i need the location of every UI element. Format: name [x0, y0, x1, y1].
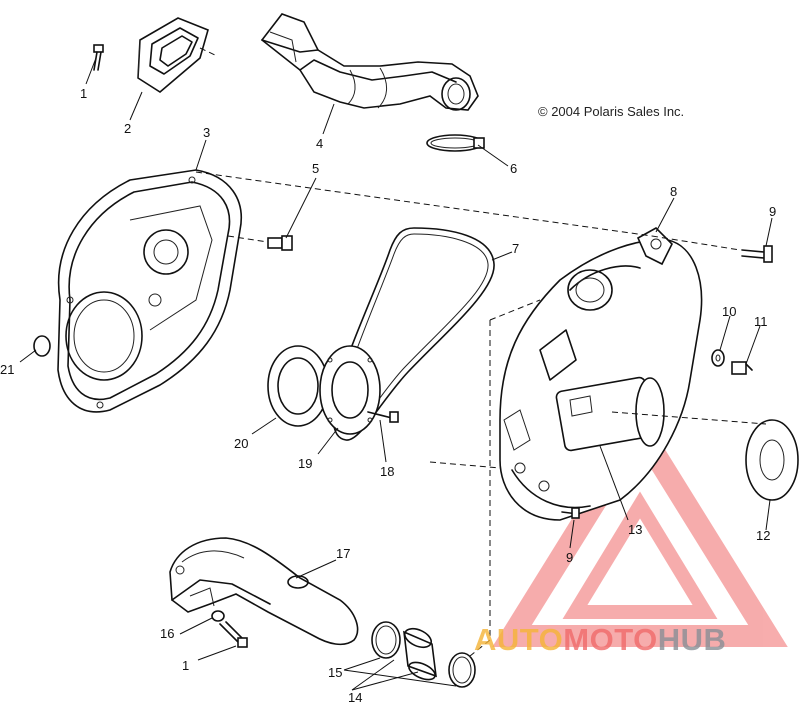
callout-labels: 1 2 3 4 5 6 7 8 9 10 11 12 13 9 14 15 16…: [0, 86, 776, 704]
callout-14: 14: [348, 690, 362, 704]
callout-7: 7: [512, 241, 519, 256]
part-2-intake-boot: [137, 17, 209, 93]
part-14-coupler: [403, 627, 437, 681]
watermark-triangle-outer: [492, 409, 788, 647]
part-8-outer-cover: [499, 227, 703, 521]
callout-15: 15: [328, 665, 342, 680]
part-15-clamps: [371, 621, 476, 688]
callout-8: 8: [670, 184, 677, 199]
part-10-washer: [711, 349, 725, 367]
callout-13: 13: [628, 522, 642, 537]
part-20-seal: [267, 345, 329, 427]
part-1-bolt-bottom: [219, 621, 248, 648]
leader-lines: [19, 57, 773, 691]
svg-text:AUTOMOTOHUB: AUTOMOTOHUB: [474, 622, 726, 657]
part-21-plug: [33, 335, 51, 357]
callout-9-bottom: 9: [566, 550, 573, 565]
watermark-text-hub: HUB: [658, 622, 727, 657]
part-9-bolt-top: [741, 245, 773, 263]
callout-20: 20: [234, 436, 248, 451]
callout-21: 21: [0, 362, 14, 377]
part-5-bolt: [267, 235, 293, 251]
watermark-logo: [492, 409, 788, 647]
watermark-text-moto: MOTO: [563, 622, 657, 657]
callout-19: 19: [298, 456, 312, 471]
part-12-disc: [745, 419, 799, 501]
callout-16: 16: [160, 626, 174, 641]
part-6-hose-clamp: [426, 134, 485, 152]
callout-10: 10: [722, 304, 736, 319]
part-3-inner-cover: [57, 169, 242, 413]
copyright-text: © 2004 Polaris Sales Inc.: [538, 104, 684, 119]
part-16-nut: [211, 610, 225, 622]
callout-2: 2: [124, 121, 131, 136]
callout-1-bottom: 1: [182, 658, 189, 673]
part-19-gasket: [319, 345, 381, 435]
part-1-bolt-top: [93, 44, 104, 71]
part-9-bolt-bottom: [561, 507, 580, 519]
callout-6: 6: [510, 161, 517, 176]
callout-1-top: 1: [80, 86, 87, 101]
alignment-lines: [195, 47, 767, 657]
part-4-intake-duct: [260, 13, 479, 111]
callout-5: 5: [312, 161, 319, 176]
part-11-screw: [731, 361, 753, 375]
watermark-text: AUTOMOTOHUB: [474, 622, 726, 657]
watermark-text-auto: AUTO: [474, 622, 563, 657]
callout-4: 4: [316, 136, 323, 151]
callout-3: 3: [203, 125, 210, 140]
callout-18: 18: [380, 464, 394, 479]
part-18-screw: [367, 411, 399, 423]
callout-9-top: 9: [769, 204, 776, 219]
callout-17: 17: [336, 546, 350, 561]
watermark-triangle-inner: [562, 491, 718, 619]
callout-11: 11: [754, 314, 768, 329]
part-17-outlet-duct: [169, 537, 359, 646]
callout-12: 12: [756, 528, 770, 543]
